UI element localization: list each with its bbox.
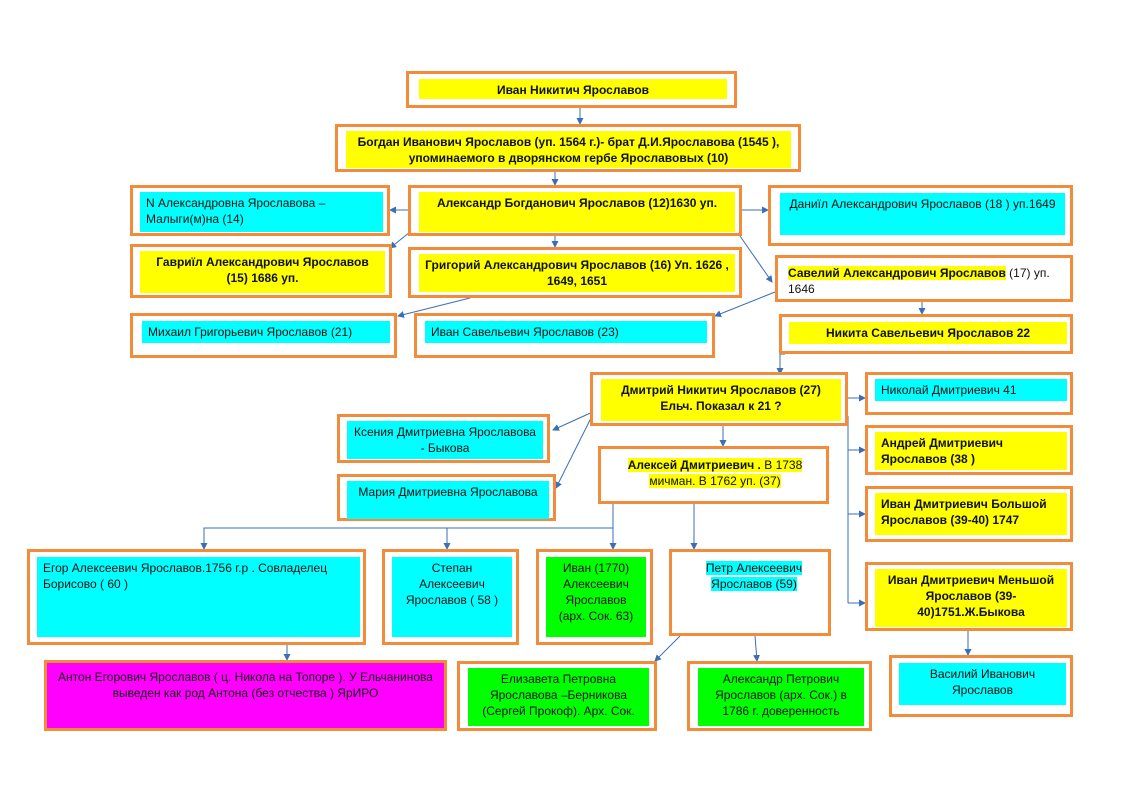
- node-nikolay-label: Николай Дмитриевич 41: [875, 379, 1067, 401]
- edge-nikita-dmitriy: [776, 353, 785, 375]
- edge-petr-elizaveta: [654, 635, 681, 662]
- node-saveliy-text: Савелий Александрович Ярославов (17) уп.…: [782, 262, 1068, 300]
- node-bogdan-label: Богдан Иванович Ярославов (уп. 1564 г.)-…: [346, 131, 791, 168]
- edge-grigoriy-mikhail: [397, 297, 471, 318]
- node-ivan-1770-label: Иван (1770) Алексеевич Ярославов (арх. С…: [546, 557, 646, 637]
- node-elizaveta: Елизавета Петровна Ярославова –Берникова…: [457, 661, 657, 731]
- node-aleksey-text: Алексей Дмитриевич . В 1738 мичман. В 17…: [610, 454, 820, 496]
- node-aleksandr-petrovich-label: Александр Петрович Ярославов (арх. Сок.)…: [698, 668, 864, 726]
- node-saveliy: Савелий Александрович Ярославов (17) уп.…: [775, 255, 1073, 302]
- node-daniil-label: Даниїл Александрович Ярославов (18 ) уп.…: [780, 193, 1065, 235]
- node-vasiliy-label: Василий Иванович Ярославов: [899, 663, 1066, 705]
- node-aleksey-name: Алексей Дмитриевич .: [627, 458, 761, 472]
- node-ivan-bolshoy-label: Иван Дмитриевич Большой Ярославов (39-40…: [875, 493, 1067, 535]
- node-gavriil: Гавриїл Александрович Ярославов (15) 168…: [130, 244, 392, 298]
- node-mikhail-label: Михаил Григорьевич Ярославов (21): [142, 321, 390, 343]
- node-aleksandr: Александр Богданович Ярославов (12)1630 …: [408, 185, 742, 236]
- node-anton-label: Антон Егорович Ярославов ( ц. Никола на …: [47, 663, 444, 728]
- node-kseniya: Ксения Дмитриевна Ярославова - Быкова: [337, 414, 550, 463]
- node-kseniya-label: Ксения Дмитриевна Ярославова - Быкова: [347, 421, 543, 459]
- node-bogdan: Богдан Иванович Ярославов (уп. 1564 г.)-…: [335, 124, 801, 172]
- node-petr: Петр Алексеевич Ярославов (59): [669, 549, 831, 636]
- node-egor-label: Егор Алексеевич Ярославов.1756 г.р . Сов…: [37, 557, 360, 637]
- node-ivan-1770: Иван (1770) Алексеевич Ярославов (арх. С…: [536, 549, 653, 645]
- edge-dmitriy-kseniya: [552, 409, 598, 431]
- edge-dmitriy-mariya: [555, 415, 593, 489]
- node-stepan-label: Степан Алексеевич Ярославов ( 58 ): [392, 557, 512, 637]
- node-daniil: Даниїл Александрович Ярославов (18 ) уп.…: [768, 185, 1073, 246]
- node-n-aleksandrovna-label: N Александровна Ярославова – Малыги(м)на…: [140, 192, 383, 232]
- node-aleksandr-label: Александр Богданович Ярославов (12)1630 …: [419, 192, 735, 232]
- node-gavriil-label: Гавриїл Александрович Ярославов (15) 168…: [140, 251, 385, 293]
- node-ivan-savelievich: Иван Савельевич Ярославов (23): [414, 313, 715, 358]
- node-mikhail: Михаил Григорьевич Ярославов (21): [130, 313, 397, 358]
- node-aleksandr-petrovich: Александр Петрович Ярославов (арх. Сок.)…: [687, 661, 872, 731]
- node-nikolay: Николай Дмитриевич 41: [865, 372, 1073, 415]
- node-stepan: Степан Алексеевич Ярославов ( 58 ): [382, 549, 519, 645]
- node-grigoriy-label: Григорий Александрович Ярославов (16) Уп…: [419, 254, 735, 292]
- node-dmitriy-label: Дмитрий Никитич Ярославов (27) Ельч. Пок…: [601, 379, 841, 421]
- node-mariya: Мария Дмитриевна Ярославова: [337, 474, 556, 521]
- edge-aleksey-egor: [200, 500, 614, 550]
- node-saveliy-details: (17) уп. 1646: [788, 266, 1050, 296]
- node-andrey-label: Андрей Дмитриевич Ярославов (38 ): [875, 432, 1067, 470]
- node-ivan-menshoy-label: Иван Дмитриевич Меньшой Ярославов (39-40…: [875, 569, 1067, 627]
- node-mariya-label: Мария Дмитриевна Ярославова: [347, 481, 549, 519]
- node-dmitriy: Дмитрий Никитич Ярославов (27) Ельч. Пок…: [590, 372, 848, 426]
- edge-saveliy-ivan-sav: [714, 291, 776, 318]
- node-elizaveta-label: Елизавета Петровна Ярославова –Берникова…: [468, 668, 649, 726]
- node-ivan-menshoy: Иван Дмитриевич Меньшой Ярославов (39-40…: [865, 562, 1073, 631]
- node-n-aleksandrovna: N Александровна Ярославова – Малыги(м)на…: [130, 185, 390, 236]
- node-andrey: Андрей Дмитриевич Ярославов (38 ): [865, 425, 1073, 475]
- node-nikita: Никита Савельевич Ярославов 22: [779, 314, 1073, 354]
- node-nikita-label: Никита Савельевич Ярославов 22: [789, 322, 1067, 344]
- node-ivan-nikitich-label: Иван Никитич Ярославов: [419, 79, 727, 99]
- edge-aleksandr-gavriil: [389, 231, 411, 249]
- node-ivan-bolshoy: Иван Дмитриевич Большой Ярославов (39-40…: [865, 486, 1073, 542]
- node-ivan-savelievich-label: Иван Савельевич Ярославов (23): [425, 321, 707, 343]
- edge-aleksandr-saveliy: [739, 235, 773, 283]
- node-vasiliy: Василий Иванович Ярославов: [889, 655, 1073, 717]
- node-saveliy-name: Савелий Александрович Ярославов: [788, 266, 1006, 280]
- node-petr-label: Петр Алексеевич Ярославов (59): [705, 561, 803, 591]
- node-anton: Антон Егорович Ярославов ( ц. Никола на …: [44, 660, 447, 731]
- node-petr-text: Петр Алексеевич Ярославов (59): [694, 557, 814, 597]
- node-grigoriy: Григорий Александрович Ярославов (16) Уп…: [408, 247, 742, 298]
- node-egor: Егор Алексеевич Ярославов.1756 г.р . Сов…: [27, 549, 366, 645]
- node-aleksey: Алексей Дмитриевич . В 1738 мичман. В 17…: [598, 446, 829, 504]
- edge-petr-aleksandr-p: [753, 635, 761, 662]
- node-ivan-nikitich: Иван Никитич Ярославов: [406, 71, 737, 108]
